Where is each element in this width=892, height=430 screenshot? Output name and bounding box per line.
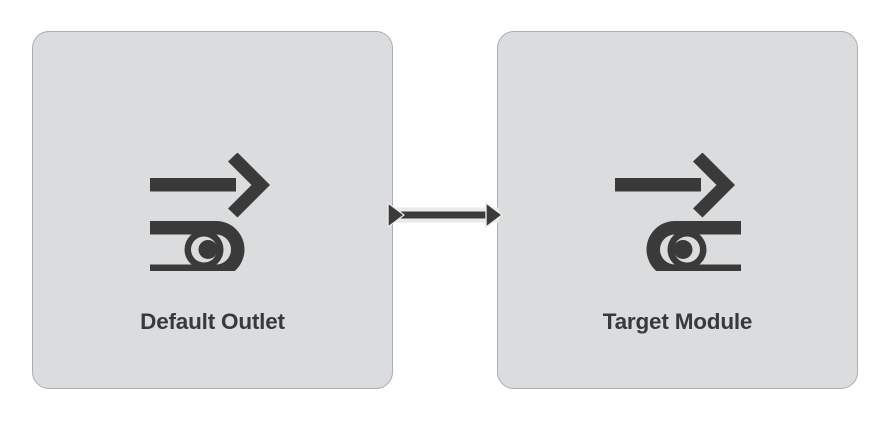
diagram-node-label: Default Outlet xyxy=(140,309,285,334)
diagram-node-default-outlet[interactable]: Default Outlet xyxy=(32,31,393,389)
inlet-conveyor-left-icon xyxy=(613,152,743,278)
diagram-edge-default-outlet-to-target-module[interactable] xyxy=(382,192,508,238)
diagram-node-target-module[interactable]: Target Module xyxy=(497,31,858,389)
outlet-conveyor-right-icon xyxy=(148,152,278,278)
diagram-node-label: Target Module xyxy=(602,309,753,334)
